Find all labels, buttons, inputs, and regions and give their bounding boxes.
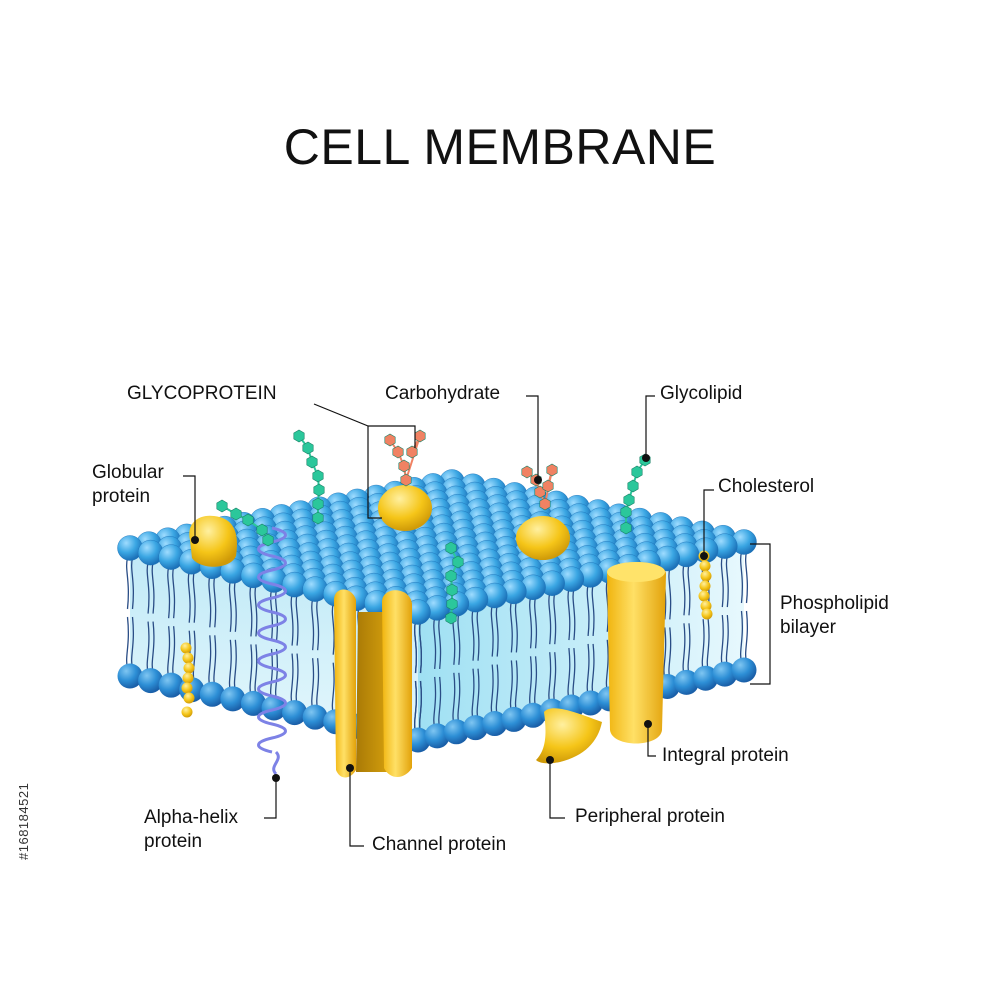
cholesterol-bead bbox=[701, 608, 713, 620]
label-globular-line1: Globular bbox=[92, 462, 164, 483]
phospholipid-head-lower bbox=[424, 723, 450, 749]
cholesterol-bead bbox=[180, 642, 192, 654]
label-integral-protein: Integral protein bbox=[662, 745, 789, 766]
integral-protein bbox=[607, 562, 666, 744]
alpha-helix-tail bbox=[272, 750, 280, 776]
label-phospholipid-line1: Phospholipid bbox=[780, 593, 889, 614]
label-alpha-helix-protein: Alpha-helix protein bbox=[144, 806, 238, 854]
lipid-tail bbox=[249, 585, 258, 696]
phospholipid-head-lower bbox=[282, 700, 308, 726]
label-glycoprotein: GLYCOPROTEIN bbox=[127, 383, 277, 404]
label-glycolipid: Glycolipid bbox=[660, 383, 743, 404]
phospholipid-head-lower bbox=[138, 668, 164, 694]
carbohydrate-chains-layer bbox=[216, 429, 651, 625]
phospholipid-head-lower bbox=[463, 715, 489, 741]
phospholipid-head-lower bbox=[443, 719, 469, 745]
lipid-tail bbox=[586, 584, 595, 696]
channel-protein-left bbox=[334, 589, 356, 778]
peripheral-protein bbox=[536, 708, 602, 764]
stock-id-text: #168184521 bbox=[16, 782, 31, 860]
leader-alpha-helix bbox=[264, 774, 280, 819]
label-phospholipid-line2: bilayer bbox=[780, 617, 836, 638]
integral-protein-top bbox=[607, 562, 665, 582]
leader-glycolipid bbox=[642, 395, 655, 462]
globular-protein bbox=[189, 515, 238, 567]
cholesterol-bead bbox=[700, 570, 712, 582]
phospholipid-head-lower bbox=[302, 704, 328, 730]
leader-integral bbox=[644, 720, 656, 757]
cholesterol-bead bbox=[699, 580, 711, 592]
phospholipid-head-lower bbox=[220, 686, 246, 712]
label-carbohydrate: Carbohydrate bbox=[385, 383, 501, 404]
leader-glycoprotein bbox=[313, 403, 416, 519]
channel-protein-right bbox=[382, 590, 412, 777]
label-globular-protein: Globular protein bbox=[92, 461, 164, 509]
cholesterol-bead bbox=[183, 662, 195, 674]
label-alpha-line1: Alpha-helix bbox=[144, 807, 238, 828]
label-channel-protein: Channel protein bbox=[372, 834, 507, 855]
cholesterol-bead bbox=[182, 672, 194, 684]
cholesterol-bead bbox=[698, 590, 710, 602]
cholesterol-bead bbox=[183, 692, 195, 704]
label-alpha-line2: protein bbox=[144, 831, 203, 852]
glycolipid-chain-globular bbox=[216, 499, 274, 547]
cholesterol-bead bbox=[181, 706, 193, 718]
phospholipid-head-lower bbox=[520, 702, 546, 728]
page-title: CELL MEMBRANE bbox=[283, 119, 717, 175]
leader-globular bbox=[183, 475, 199, 544]
glycoprotein-dome bbox=[378, 485, 432, 531]
leader-cholesterol bbox=[700, 489, 714, 560]
phospholipid-head-lower bbox=[578, 690, 604, 716]
cholesterol-bead bbox=[700, 600, 712, 612]
phospholipid-head-lower bbox=[158, 672, 184, 698]
proteins-layer bbox=[180, 485, 713, 778]
leader-phospholipid-bilayer bbox=[750, 543, 771, 685]
lipid-tail bbox=[228, 580, 237, 692]
cholesterol-bead bbox=[699, 560, 711, 572]
leader-carbohydrate bbox=[526, 395, 542, 484]
carbohydrate-chain-glycoprotein bbox=[384, 429, 426, 487]
phospholipid-head-lower bbox=[731, 657, 757, 683]
stock-id-vertical: #168184521 bbox=[14, 770, 34, 1000]
phospholipid-head-lower bbox=[501, 706, 527, 732]
glycolipid-chain-left bbox=[293, 429, 325, 525]
leader-channel bbox=[346, 764, 364, 847]
phospholipid-head-lower bbox=[673, 669, 699, 695]
phospholipid-head-lower bbox=[712, 661, 738, 687]
leader-peripheral bbox=[546, 756, 565, 819]
alpha-helix-protein bbox=[257, 526, 287, 754]
phospholipid-head-lower bbox=[482, 711, 508, 737]
phospholipid-head-lower bbox=[199, 681, 225, 707]
glycolipid-chain-front bbox=[445, 541, 464, 625]
label-phospholipid-bilayer: Phospholipid bilayer bbox=[780, 592, 889, 640]
phospholipid-head-lower bbox=[693, 665, 719, 691]
cholesterol-bead bbox=[182, 652, 194, 664]
leader-lines-layer bbox=[183, 395, 771, 847]
cholesterol-bead bbox=[181, 682, 193, 694]
glycoprotein-dome-2 bbox=[516, 516, 570, 560]
phospholipid-head-lower bbox=[117, 663, 143, 689]
label-peripheral-protein: Peripheral protein bbox=[575, 806, 725, 827]
label-cholesterol: Cholesterol bbox=[718, 476, 815, 497]
phospholipid-head-lower bbox=[240, 690, 266, 716]
label-globular-line2: protein bbox=[92, 486, 151, 507]
